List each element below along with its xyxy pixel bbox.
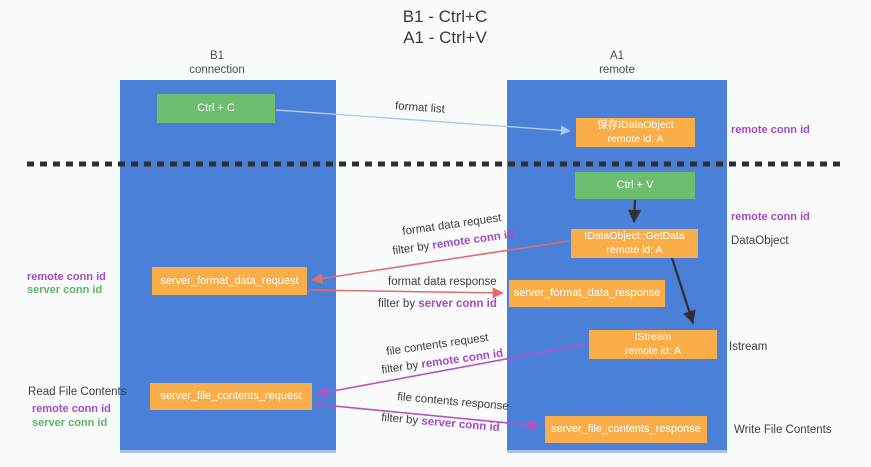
node-server-format-data-request: server_format_data_request — [152, 267, 307, 295]
format-data-response-arrow — [308, 287, 504, 299]
filter-key-server-conn-id: server conn id — [420, 415, 501, 435]
filter-prefix: filter by — [378, 298, 419, 310]
annotation-remote-conn-id-mid: remote conn id — [731, 211, 810, 223]
lane-b1-title: B1 — [209, 50, 225, 62]
node-idataobject-getdata: IDataObject::GetData remote id: A — [571, 229, 698, 258]
diagram-title: B1 - Ctrl+C A1 - Ctrl+V — [330, 6, 560, 49]
lane-b1-subtitle: connection — [189, 63, 245, 76]
filter-prefix: filter by — [380, 358, 423, 377]
format-list-label: format list — [394, 100, 446, 116]
node-server-format-data-response: server_format_data_response — [509, 280, 665, 307]
annotation-istream: Istream — [729, 341, 768, 353]
ctrl-v-label: Ctrl + V — [616, 179, 654, 192]
file-contents-response-filter: filter by server conn id — [381, 412, 500, 434]
node-save-idataobject: 保存IDataObject remote id: A — [576, 118, 695, 147]
format-request-label: server_format_data_request — [160, 274, 299, 287]
filter-prefix: filter by — [391, 239, 434, 258]
file-response-label: server_file_contents_response — [551, 423, 701, 436]
save-idataobject-line2: remote id: A — [607, 132, 664, 145]
istream-line2: remote id: A — [624, 344, 682, 357]
annotation-left-remote-conn-id: remote conn id — [27, 271, 106, 283]
lane-header-b1: B1 connection — [157, 50, 277, 78]
node-ctrl-c: Ctrl + C — [157, 94, 275, 123]
file-request-label: server_file_contents_request — [160, 390, 302, 403]
getdata-line1: IDataObject::GetData — [584, 230, 685, 243]
title-line-2: A1 - Ctrl+V — [403, 28, 487, 48]
file-contents-response-label: file contents response — [396, 391, 510, 413]
ctrl-c-label: Ctrl + C — [197, 102, 235, 115]
annotation-remote-conn-id-top: remote conn id — [731, 124, 810, 136]
filter-prefix: filter by — [380, 411, 422, 428]
istream-line1: IStream — [634, 331, 672, 344]
filter-key-server-conn-id: server conn id — [418, 298, 497, 310]
format-response-label: server_format_data_response — [513, 287, 661, 300]
node-server-file-contents-response: server_file_contents_response — [545, 416, 707, 443]
lane-a1-subtitle: remote — [599, 63, 635, 76]
node-ctrl-v: Ctrl + V — [575, 172, 695, 199]
node-istream: IStream remote id: A — [589, 330, 717, 359]
annotation-left-server-conn-id: server conn id — [27, 284, 103, 296]
annotation-left-file-server-conn-id: server conn id — [32, 417, 108, 429]
format-data-response-filter: filter by server conn id — [378, 298, 497, 310]
save-idataobject-line1: 保存IDataObject — [597, 119, 674, 132]
node-server-file-contents-request: server_file_contents_request — [150, 383, 312, 410]
lane-a1-title: A1 — [609, 50, 625, 62]
annotation-read-file-contents: Read File Contents — [28, 386, 127, 398]
title-line-1: B1 - Ctrl+C — [402, 7, 488, 26]
annotation-left-file-remote-conn-id: remote conn id — [32, 403, 111, 415]
annotation-write-file-contents: Write File Contents — [734, 424, 832, 436]
annotation-dataobject: DataObject — [731, 235, 789, 247]
format-data-response-label: format data response — [388, 276, 497, 288]
getdata-line2: remote id: A — [606, 243, 663, 256]
lane-header-a1: A1 remote — [557, 50, 677, 78]
